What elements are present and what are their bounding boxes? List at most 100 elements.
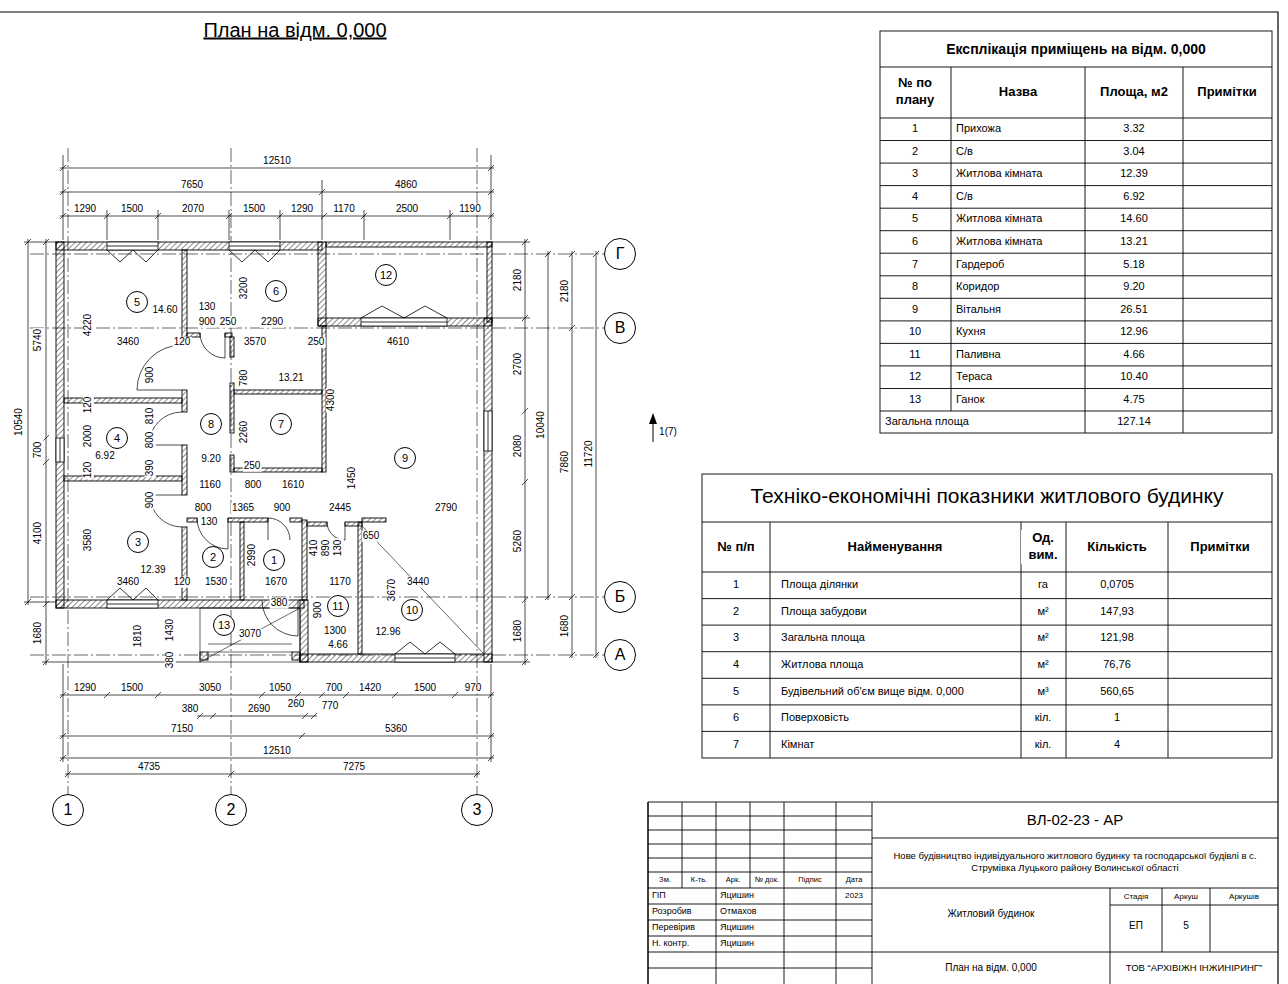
table-header: Примітки (1196, 85, 1257, 99)
table-cell: 3.04 (1122, 146, 1145, 158)
table-cell: Загальна площа (780, 633, 866, 645)
dimension-text: 2290 (260, 317, 284, 328)
table-cell: 560,65 (1099, 686, 1135, 698)
title-block-text: 5 (1182, 921, 1190, 932)
table-header: Примітки (1189, 540, 1250, 554)
dimension-text: 3570 (243, 337, 267, 348)
table-cell: м² (1036, 606, 1049, 618)
table-cell: 6 (911, 236, 919, 248)
dimension-text: 1680 (33, 621, 44, 645)
node-text: В (615, 320, 626, 336)
dimension-text: 120 (173, 577, 192, 588)
title-block-text: Підпис (797, 876, 822, 884)
table-cell: Ганок (955, 394, 985, 406)
node-text: 9 (402, 453, 408, 464)
dimension-text: 700 (33, 441, 44, 460)
table-header: Назва (998, 85, 1038, 99)
dimension-text: 900 (198, 317, 217, 328)
title-block-text: Арк. (725, 876, 742, 884)
dimension-text: 2080 (513, 434, 524, 458)
table-cell: 3.32 (1122, 124, 1145, 136)
dimension-text: 1365 (231, 503, 255, 514)
dimension-text: 2180 (560, 279, 571, 303)
table-cell: 12.39 (1119, 169, 1149, 181)
table-cell: Житлова кімната (955, 236, 1043, 248)
table-cell: Гардероб (955, 259, 1005, 271)
dimension-text: 800 (145, 431, 156, 450)
dimension-text: 6.92 (94, 451, 115, 462)
dimension-text: 1500 (413, 683, 437, 694)
dimension-text: 1670 (264, 577, 288, 588)
dimension-text: 1190 (458, 204, 482, 215)
axis-bubble: В (604, 312, 636, 344)
title-block-text: № док. (754, 876, 780, 884)
dimension-text: 1300 (323, 626, 347, 637)
table-cell: 10.40 (1119, 371, 1149, 383)
table-cell: 12.96 (1119, 326, 1149, 338)
node-text: 1 (64, 802, 73, 818)
title-block-text: ТОВ “АРХІВІЖН ІНЖИНІРИНГ” (1125, 963, 1263, 973)
title-block-text: Аркуш (1173, 893, 1199, 901)
node-text: 6 (273, 286, 279, 297)
dimension-text: 4860 (394, 180, 418, 191)
table-cell: 5 (911, 214, 919, 226)
node-text: 8 (208, 419, 214, 430)
dimension-text: 780 (239, 369, 250, 388)
room-number: 12 (375, 264, 397, 286)
dimension-text: 4300 (326, 388, 337, 412)
node-text: 13 (218, 620, 230, 631)
table-cell: кіл. (1034, 712, 1053, 724)
dimension-text: 12.96 (374, 627, 401, 638)
dimension-text: 14.60 (151, 305, 178, 316)
dimension-text: 1170 (328, 577, 352, 588)
dimension-text: 900 (145, 491, 156, 510)
node-text: 1 (271, 555, 277, 566)
table-cell: Тераса (955, 371, 993, 383)
dimension-text: 11720 (584, 439, 595, 468)
dimension-text: 4735 (137, 762, 161, 773)
dimension-text: 800 (244, 480, 263, 491)
dimension-text: 410 (309, 539, 320, 558)
table-cell: 12 (908, 371, 922, 383)
table-cell: Кухня (955, 326, 986, 338)
dimension-text: 4220 (83, 313, 94, 337)
table-cell: Загальна площа (884, 416, 970, 428)
room-number: 7 (270, 413, 292, 435)
table-cell: Поверховість (780, 712, 850, 724)
dimension-text: 2180 (513, 268, 524, 292)
dimension-text: 380 (165, 651, 176, 670)
dimension-text: 4610 (386, 337, 410, 348)
table-cell: 127.14 (1116, 416, 1152, 428)
dimension-text: 1680 (560, 614, 571, 638)
dimension-text: 900 (273, 503, 292, 514)
table-cell: 4.66 (1122, 349, 1145, 361)
node-text: 2 (227, 802, 236, 818)
dimension-text: 7275 (342, 762, 366, 773)
node-text: 12 (380, 270, 392, 281)
dimension-text: 130 (333, 539, 344, 558)
table-header: Площа, м2 (1099, 85, 1169, 99)
walls (56, 242, 492, 662)
title-block-text: План на відм. 0,000 (944, 963, 1038, 974)
node-text: Б (615, 589, 626, 605)
room-number: 11 (327, 595, 349, 617)
table-cell: Паливна (955, 349, 1002, 361)
dimension-text: 900 (145, 366, 156, 385)
axis-bubble: Б (604, 581, 636, 613)
dimension-text: 3050 (198, 683, 222, 694)
table-cell: 26.51 (1119, 304, 1149, 316)
dimension-text: 10040 (536, 410, 547, 440)
dimension-text: 5740 (33, 328, 44, 352)
table-cell: 1 (732, 580, 740, 592)
table-cell: Вітальня (955, 304, 1002, 316)
title-block-text: Стадія (1123, 893, 1150, 901)
table-cell: 13.21 (1119, 236, 1149, 248)
dimension-text: 5360 (384, 724, 408, 735)
table-cell: 11 (908, 349, 921, 361)
dimension-text: 2500 (395, 204, 419, 215)
table-cell: Житлова площа (780, 659, 864, 671)
axis-bubble: 1 (52, 794, 84, 826)
table-cell: 14.60 (1119, 214, 1149, 226)
axis-bubble: 2 (215, 794, 247, 826)
dimension-text: 1810 (133, 624, 144, 648)
